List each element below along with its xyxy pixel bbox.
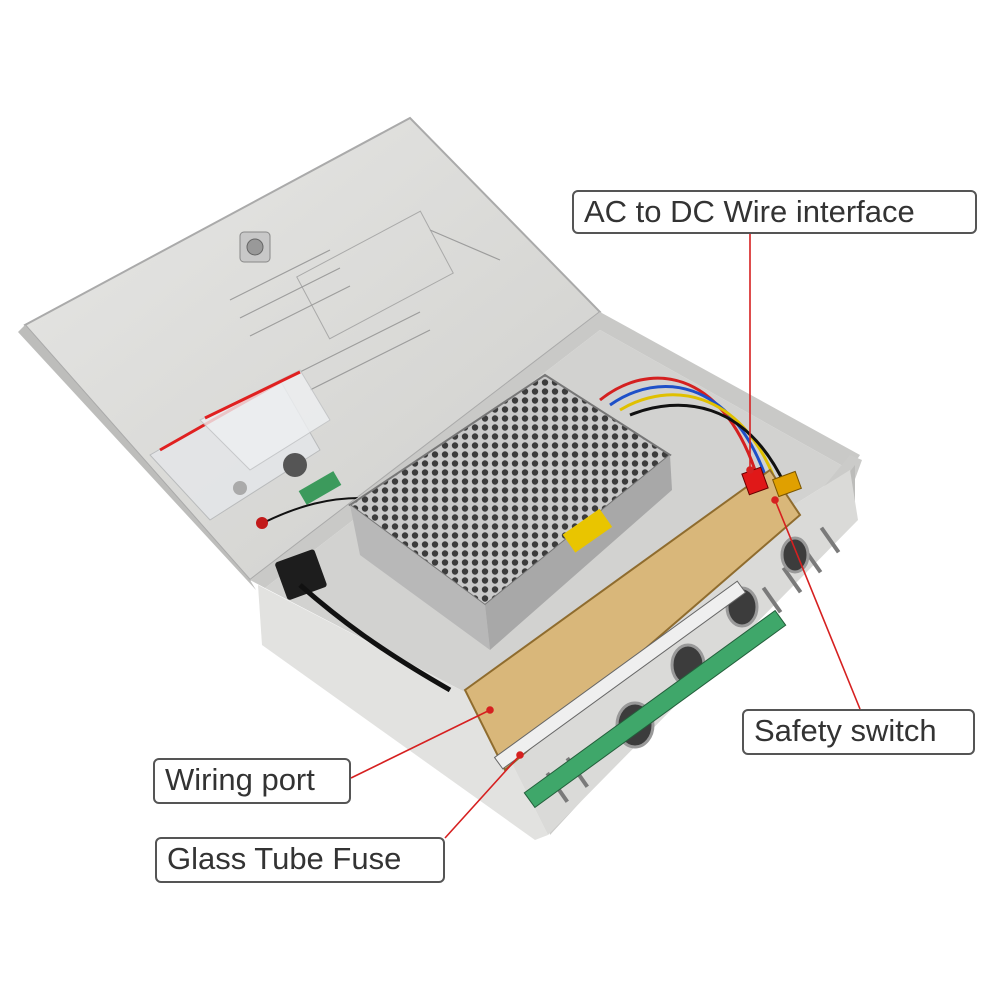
- wiring-diagram-label: [229, 210, 501, 391]
- enclosure-lid: [18, 116, 602, 590]
- terminal-row: [523, 609, 787, 809]
- callout-safety-switch: Safety switch: [742, 709, 975, 755]
- input-wires: [298, 376, 787, 693]
- lock-icon: [239, 231, 271, 263]
- fuse-row: [493, 580, 747, 770]
- callout-wiring-port: Wiring port: [153, 758, 351, 804]
- callout-glass-tube-fuse: Glass Tube Fuse: [155, 837, 445, 883]
- distribution-pcb: [463, 466, 802, 809]
- callout-ac-dc-wire-interface: AC to DC Wire interface: [572, 190, 977, 234]
- accessory-bags: [149, 369, 342, 521]
- psu-module: [348, 373, 672, 650]
- leader-lines: [350, 234, 861, 839]
